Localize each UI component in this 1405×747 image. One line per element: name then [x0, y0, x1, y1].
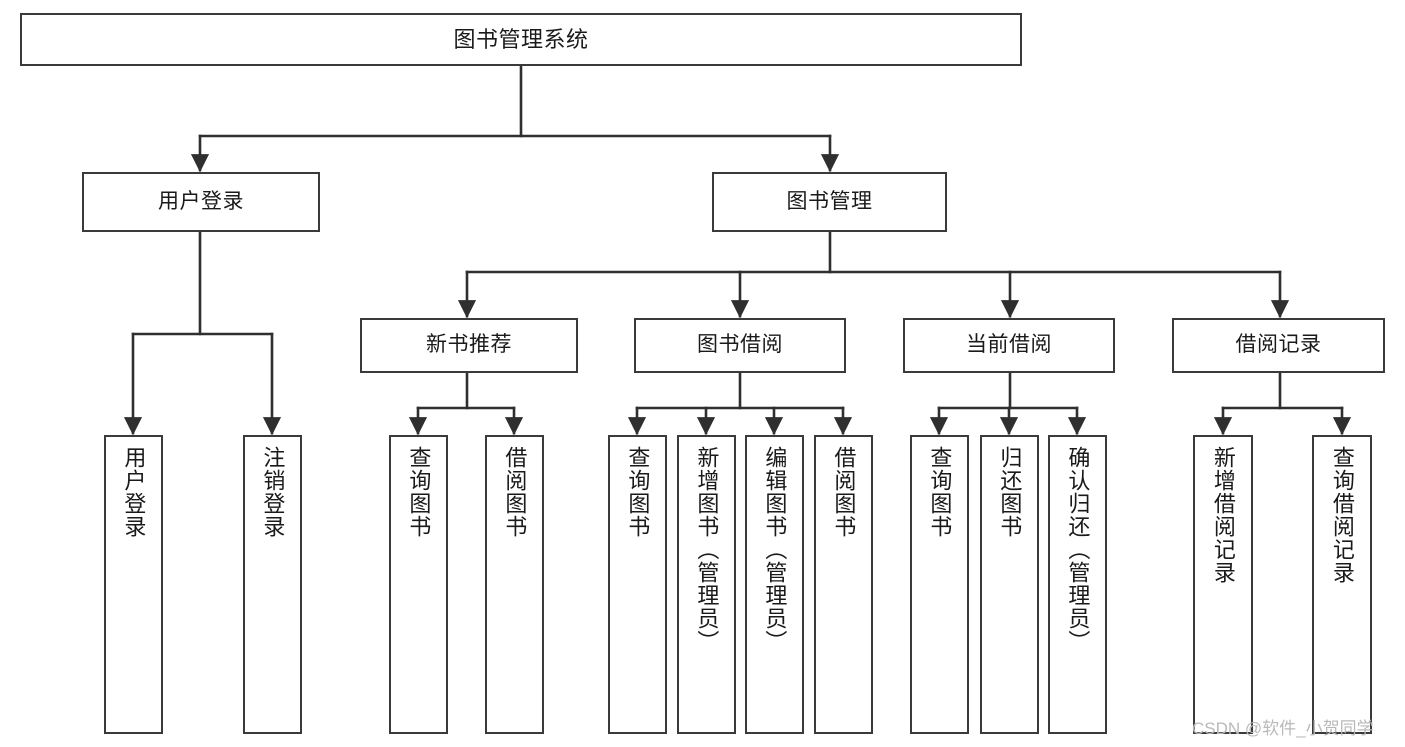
- node-book-manage[interactable]: 图书管理: [712, 172, 947, 232]
- node-book-borrow-label: 图书借阅: [697, 333, 783, 357]
- node-leaf-add-book[interactable]: 新增图书（管理员）: [677, 435, 736, 734]
- node-leaf-borrow-book-2[interactable]: 借阅图书: [814, 435, 873, 734]
- node-leaf-return-book[interactable]: 归还图书: [980, 435, 1039, 734]
- node-leaf-query-book-2[interactable]: 查询图书: [608, 435, 667, 734]
- csdn-watermark: CSDN @软件_小贺同学: [1192, 719, 1374, 738]
- node-leaf-query-book-3[interactable]: 查询图书: [910, 435, 969, 734]
- node-leaf-query-book-3-label: 查询图书: [927, 446, 953, 538]
- node-leaf-borrow-book-1-label: 借阅图书: [502, 446, 528, 538]
- node-leaf-return-book-label: 归还图书: [997, 446, 1023, 538]
- node-leaf-user-logout-label: 注销登录: [260, 446, 286, 538]
- node-book-manage-label: 图书管理: [786, 189, 873, 213]
- node-leaf-user-login-label: 用户登录: [121, 446, 147, 538]
- node-leaf-add-borrow-record-label: 新增借阅记录: [1210, 446, 1236, 584]
- node-leaf-borrow-book-2-label: 借阅图书: [831, 446, 857, 538]
- node-new-book-recommend-label: 新书推荐: [426, 333, 512, 357]
- node-root-label: 图书管理系统: [453, 26, 589, 52]
- node-leaf-confirm-return[interactable]: 确认归还（管理员）: [1048, 435, 1107, 734]
- node-borrow-record[interactable]: 借阅记录: [1172, 318, 1385, 373]
- node-current-borrow[interactable]: 当前借阅: [903, 318, 1115, 373]
- node-leaf-query-borrow-record-label: 查询借阅记录: [1329, 446, 1355, 584]
- node-leaf-user-login[interactable]: 用户登录: [104, 435, 163, 734]
- node-leaf-edit-book[interactable]: 编辑图书（管理员）: [745, 435, 804, 734]
- node-leaf-edit-book-label: 编辑图书（管理员）: [762, 446, 788, 653]
- node-leaf-query-book-2-label: 查询图书: [625, 446, 651, 538]
- node-leaf-query-book-1-label: 查询图书: [406, 446, 432, 538]
- node-leaf-borrow-book-1[interactable]: 借阅图书: [485, 435, 544, 734]
- node-leaf-user-logout[interactable]: 注销登录: [243, 435, 302, 734]
- node-borrow-record-label: 借阅记录: [1235, 333, 1322, 357]
- node-leaf-confirm-return-label: 确认归还（管理员）: [1065, 446, 1091, 653]
- node-new-book-recommend[interactable]: 新书推荐: [360, 318, 578, 373]
- node-leaf-add-borrow-record[interactable]: 新增借阅记录: [1193, 435, 1253, 734]
- node-book-borrow[interactable]: 图书借阅: [634, 318, 846, 373]
- node-leaf-add-book-label: 新增图书（管理员）: [694, 446, 720, 653]
- node-current-borrow-label: 当前借阅: [966, 333, 1052, 357]
- node-leaf-query-book-1[interactable]: 查询图书: [389, 435, 448, 734]
- node-root[interactable]: 图书管理系统: [20, 13, 1022, 66]
- node-leaf-query-borrow-record[interactable]: 查询借阅记录: [1312, 435, 1372, 734]
- node-user-login-label: 用户登录: [158, 189, 244, 213]
- node-user-login[interactable]: 用户登录: [82, 172, 320, 232]
